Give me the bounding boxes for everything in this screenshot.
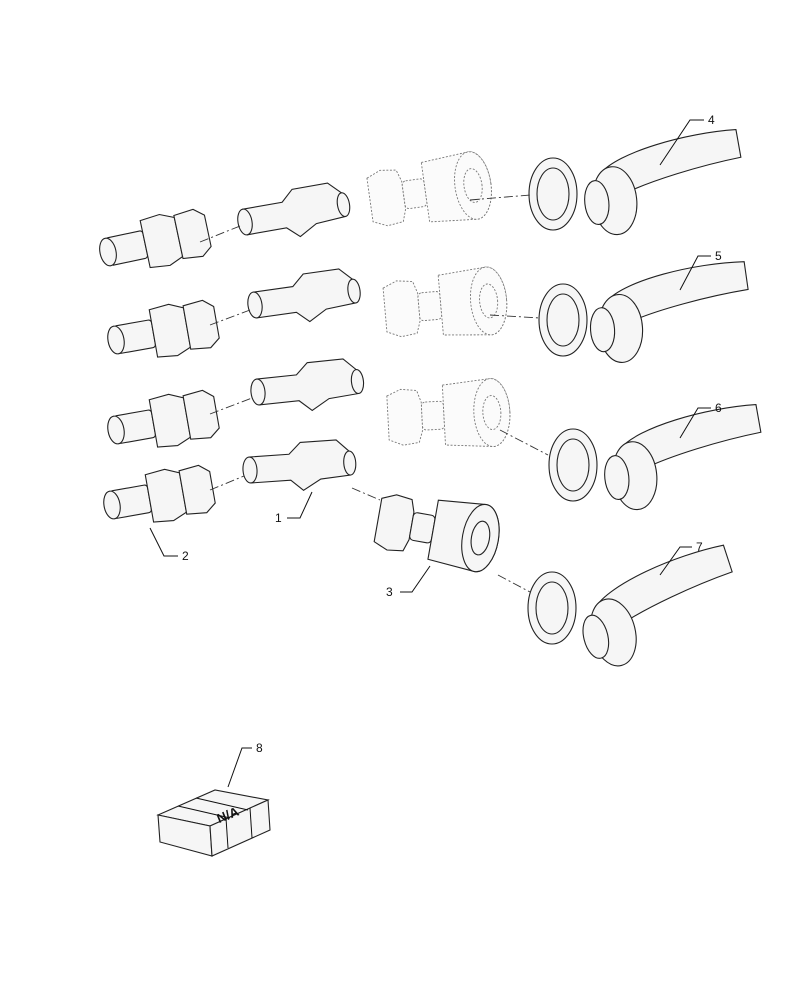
assembly-row-c — [103, 356, 769, 514]
axis-line-row-d — [209, 475, 245, 491]
axis-line-row-d-2 — [351, 487, 381, 501]
coupler-row-a-ghost — [364, 148, 497, 235]
assembly-row-a — [94, 128, 749, 280]
adapter-row-b — [103, 296, 222, 368]
callout-4: 4 — [659, 113, 715, 166]
adapter-item-2 — [99, 461, 218, 533]
coupler-row-b-ghost — [381, 264, 510, 345]
dust-cap-row-a — [578, 128, 749, 239]
assembly-row-d — [99, 438, 749, 674]
seal-ring-row-b — [538, 283, 588, 357]
axis-line-row-c — [209, 397, 253, 415]
callout-5: 5 — [679, 249, 722, 291]
dust-cap-item-7 — [569, 543, 749, 674]
callout-3: 3 — [386, 565, 431, 599]
callout-label-4: 4 — [708, 113, 715, 127]
coupler-row-c-ghost — [385, 377, 513, 453]
adapter-row-a — [94, 204, 214, 280]
elbow-row-a — [233, 179, 355, 248]
dust-cap-row-c — [598, 403, 769, 514]
seal-ring-row-c — [548, 428, 598, 502]
callout-label-6: 6 — [715, 401, 722, 415]
callout-label-3: 3 — [386, 585, 393, 599]
callout-6: 6 — [679, 401, 722, 439]
callout-2: 2 — [149, 527, 189, 563]
callout-label-8: 8 — [256, 741, 263, 755]
assembly-row-b — [103, 260, 754, 368]
seal-ring-row-a — [528, 157, 578, 231]
axis-line-row-a — [199, 225, 241, 243]
elbow-row-b — [244, 265, 364, 331]
axis-line-row-b-2 — [489, 314, 541, 319]
seal-ring-item-7 — [527, 571, 577, 645]
callout-label-7: 7 — [696, 540, 703, 554]
axis-line-row-a-2 — [469, 194, 531, 201]
callout-label-2: 2 — [182, 549, 189, 563]
kit-box-item-8: N/A — [156, 789, 271, 857]
dust-cap-row-b — [585, 260, 754, 366]
axis-line-row-c-2 — [499, 429, 549, 456]
axis-line-row-b — [209, 309, 251, 326]
coupler-item-3 — [371, 485, 505, 576]
elbow-item-1 — [240, 438, 358, 495]
callout-label-5: 5 — [715, 249, 722, 263]
axis-line-row-d-3 — [497, 574, 531, 593]
callout-8: 8 — [227, 741, 263, 788]
callout-1: 1 — [275, 491, 313, 525]
callout-7: 7 — [659, 540, 703, 576]
callout-label-1: 1 — [275, 511, 282, 525]
elbow-row-c — [247, 356, 367, 418]
adapter-row-c — [103, 386, 222, 458]
callout-group: 1 2 3 4 5 6 7 8 — [149, 113, 722, 788]
